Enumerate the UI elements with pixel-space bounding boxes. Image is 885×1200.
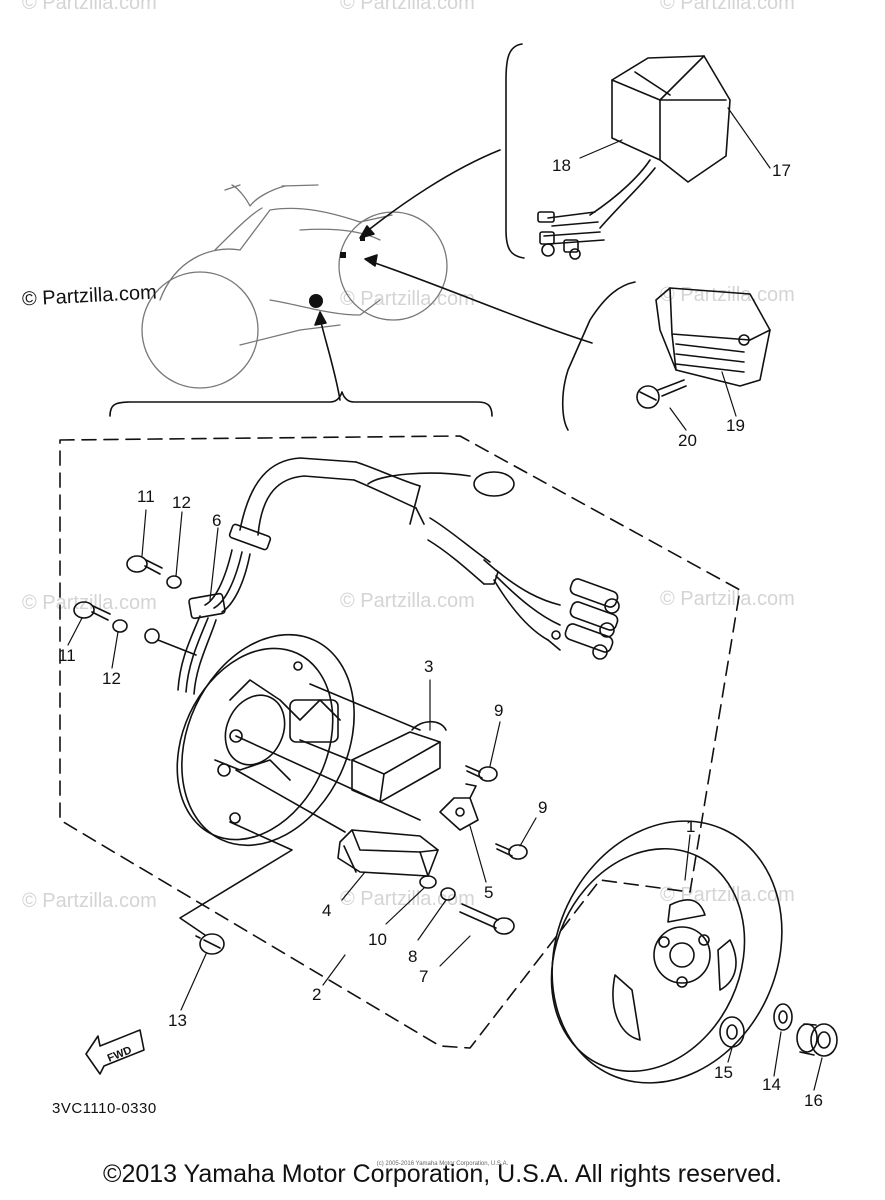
bracket-rectifier xyxy=(561,281,636,431)
rectifier-location-mark xyxy=(360,236,365,241)
stator-location-dot xyxy=(309,294,323,308)
arrow-to-rectifier xyxy=(371,261,593,344)
watermark: © Partzilla.com xyxy=(340,0,475,14)
rotor-hardware xyxy=(719,1003,838,1057)
copyright-notice: ©2013 Yamaha Motor Corporation, U.S.A. A… xyxy=(103,1160,782,1188)
flywheel-rotor xyxy=(550,820,783,1084)
callout-8: 8 xyxy=(408,947,417,966)
fwd-label: FWD xyxy=(106,1044,134,1065)
callout-2: 2 xyxy=(312,985,321,1004)
callout-19: 19 xyxy=(726,416,745,435)
wire-harness xyxy=(144,457,620,695)
source-coil xyxy=(351,720,447,803)
callout-9-lower: 9 xyxy=(538,798,547,817)
callout-18: 18 xyxy=(552,156,571,175)
callout-1: 1 xyxy=(686,817,695,836)
callout-15: 15 xyxy=(714,1063,733,1082)
watermark: © Partzilla.com xyxy=(22,890,157,912)
charging-coil xyxy=(337,829,439,877)
callout-14: 14 xyxy=(762,1075,781,1094)
watermark: © Partzilla.com xyxy=(660,0,795,14)
motorcycle-outline xyxy=(141,184,448,389)
bracket-cdi xyxy=(505,43,525,259)
callout-20: 20 xyxy=(678,431,697,450)
callout-13: 13 xyxy=(168,1011,187,1030)
callout-12-upper: 12 xyxy=(172,493,191,512)
small-copyright: (c) 2005-2016 Yamaha Motor Corporation, … xyxy=(376,1161,509,1167)
callout-17: 17 xyxy=(772,161,791,180)
watermark: © Partzilla.com xyxy=(22,0,157,14)
callout-7: 7 xyxy=(419,967,428,986)
bracket-line-13 xyxy=(179,821,293,936)
watermark: © Partzilla.com xyxy=(340,590,475,612)
assembly-box xyxy=(59,435,741,1049)
callout-16: 16 xyxy=(804,1091,823,1110)
callout-10: 10 xyxy=(368,930,387,949)
callout-9-upper: 9 xyxy=(494,701,503,720)
cdi-location-mark xyxy=(340,252,346,258)
arrow-to-stator xyxy=(319,317,341,401)
watermark: © Partzilla.com xyxy=(660,588,795,610)
leader-lines xyxy=(67,107,823,1091)
callout-11-upper: 11 xyxy=(137,487,155,506)
bracket-stator xyxy=(109,391,493,417)
fasteners xyxy=(73,555,528,955)
rectifier-illustration xyxy=(636,287,771,409)
callout-4: 4 xyxy=(322,901,331,920)
callout-6: 6 xyxy=(212,511,221,530)
cdi-unit-illustration xyxy=(537,55,731,260)
stator-plate xyxy=(176,633,421,847)
callout-3: 3 xyxy=(424,657,433,676)
arrow-to-cdi xyxy=(365,149,501,233)
fwd-arrow-icon xyxy=(85,1029,145,1075)
diagram-code: 3VC1110-0330 xyxy=(52,1100,157,1117)
callout-5: 5 xyxy=(484,883,493,902)
callout-11-lower: 11 xyxy=(58,646,76,665)
callout-12-lower: 12 xyxy=(102,669,121,688)
pickup-coil xyxy=(439,783,479,831)
